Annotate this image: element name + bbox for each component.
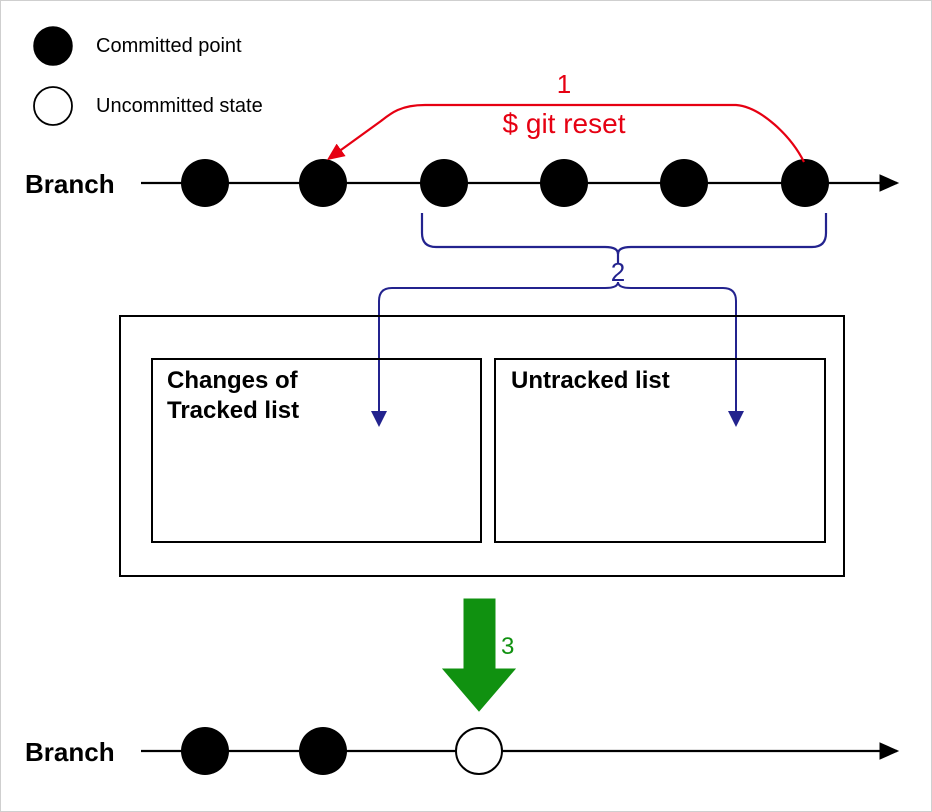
bottom-commit-node-2 [299, 727, 347, 775]
tracked-changes-box [151, 358, 482, 543]
top-commit-node-2 [299, 159, 347, 207]
legend-hollow-circle-icon [33, 86, 73, 126]
top-branch-label: Branch [25, 169, 115, 199]
apply-changes-arrow [441, 598, 517, 712]
top-commit-node-3 [420, 159, 468, 207]
git-reset-arrow [326, 103, 805, 163]
bottom-commit-node-1 [181, 727, 229, 775]
untracked-list-label: Untracked list [511, 367, 670, 394]
top-commit-node-4 [540, 159, 588, 207]
working-area-outer-box [119, 315, 845, 577]
step-1-number: 1 [556, 69, 572, 99]
bottom-branch-label: Branch [25, 737, 115, 767]
top-commit-node-6 [781, 159, 829, 207]
bottom-uncommitted-node [455, 727, 503, 775]
staged-range-brace [420, 213, 828, 255]
untracked-list-box [494, 358, 826, 543]
step-3-number: 3 [501, 633, 515, 660]
tracked-changes-label-line2: Tracked list [167, 397, 300, 424]
top-commit-node-5 [660, 159, 708, 207]
top-commit-node-1 [181, 159, 229, 207]
legend-label-uncommitted: Uncommitted state [96, 95, 263, 117]
git-reset-command-label: $ git reset [502, 108, 626, 139]
step-2-number: 2 [610, 257, 626, 287]
legend-filled-circle-icon [33, 26, 73, 66]
tracked-changes-label-line1: Changes of [167, 367, 298, 394]
legend-label-committed: Committed point [96, 35, 242, 57]
working-area-split-brace [378, 281, 737, 419]
